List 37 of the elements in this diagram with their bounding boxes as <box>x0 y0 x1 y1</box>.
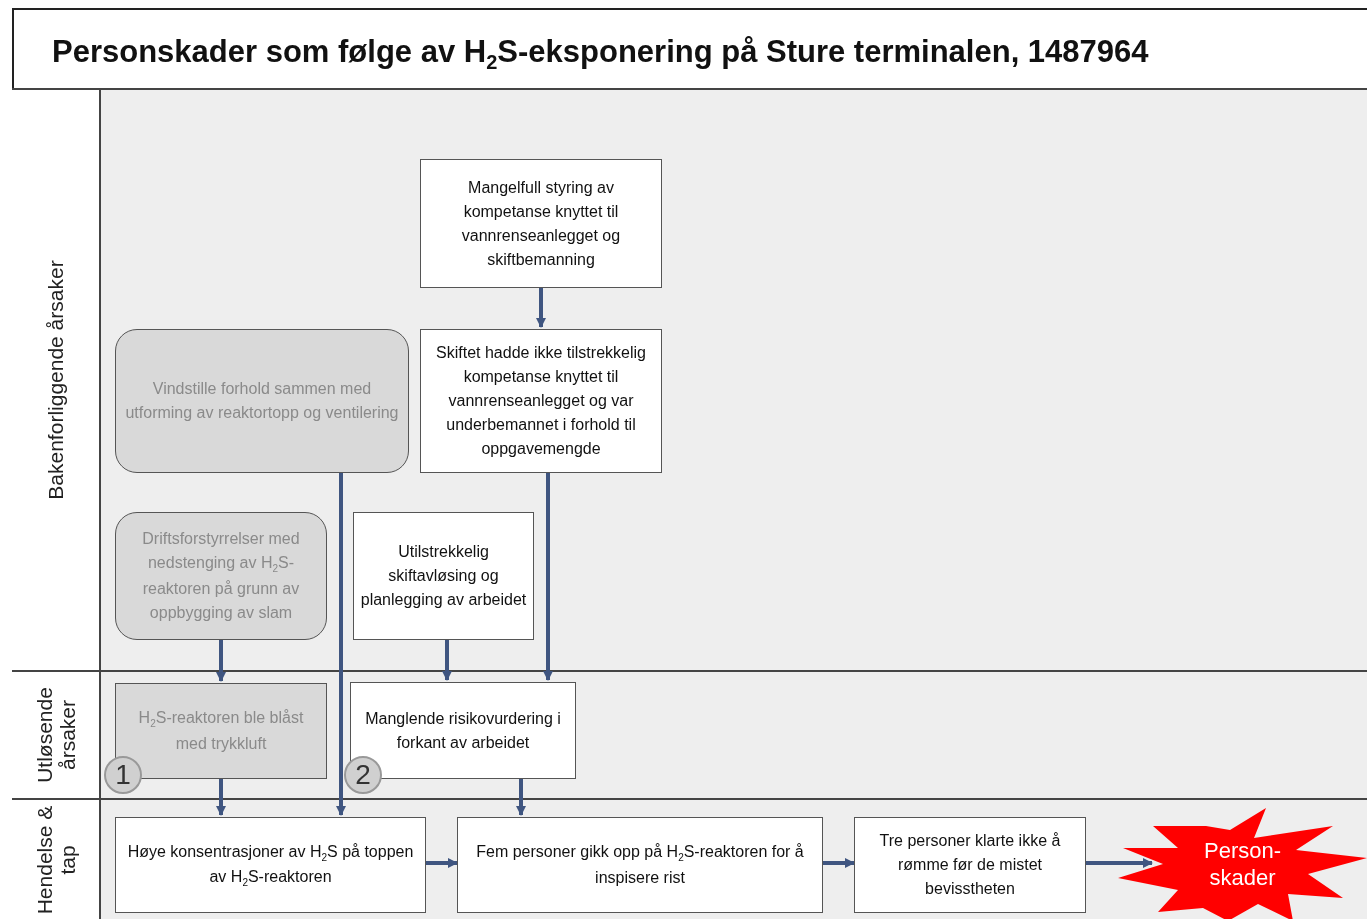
lane-label: Bakenforliggende årsaker <box>43 259 68 502</box>
arrow <box>823 858 855 868</box>
diagram-title: Personskader som følge av H$_{2}$S-eksponering på Sture terminalen, 1487964 <box>52 34 1149 75</box>
lane-label: Utløsende årsaker <box>32 686 79 785</box>
node-text: Vindstille forhold sammen med utforming av reaktortopp og ventilering <box>124 379 400 423</box>
node-text: Skiftet hadde ikke tilstrekkelig kompetanse knyttet til vannrenseanlegget og var underbemannet i forhold til oppgavemengde <box>435 343 647 459</box>
starburst-shape <box>1118 808 1367 919</box>
arrow <box>426 858 458 868</box>
cause-box <box>115 817 426 913</box>
outcome-text: Person- skader <box>1202 838 1282 891</box>
rounded-box <box>115 329 409 473</box>
cause-box <box>854 817 1086 913</box>
arrow <box>216 777 226 816</box>
node-text: Mangelfull styring av kompetanse knyttet til vannrenseanlegget og skiftbemanning <box>460 177 622 270</box>
node-text: H$_{2}$S-reaktoren ble blåst med trykkluft <box>137 708 305 754</box>
arrow <box>543 471 553 681</box>
cause-box <box>353 512 534 640</box>
node-text: Fem personer gikk opp på H$_{2}$S-reaktoren for å inspisere rist <box>475 842 805 888</box>
swimlane-band <box>12 670 1367 798</box>
lane-label: Hendelse & tap <box>32 804 79 915</box>
node-text: Utilstrekkelig skiftavløsing og planlegging av arbeidet <box>359 542 528 610</box>
swimlane-band <box>12 798 1367 919</box>
node-text: Høye konsentrasjoner av H$_{2}$S på toppen av H$_{2}$S-reaktoren <box>126 841 415 891</box>
arrow <box>516 777 526 816</box>
arrow <box>536 286 546 328</box>
cause-box <box>420 329 662 473</box>
arrow <box>216 638 226 682</box>
swimlane-band <box>12 88 1367 670</box>
node-text: Driftsforstyrrelser med nedstenging av H$_{2}$S-reaktoren på grunn av oppbygging av slam <box>141 529 301 623</box>
arrow <box>1086 858 1153 868</box>
node-text: Manglende risikovurdering i forkant av arbeidet <box>364 708 562 753</box>
arrow <box>336 471 346 816</box>
cause-box <box>420 159 662 288</box>
arrow <box>442 638 452 681</box>
rounded-box <box>115 512 327 640</box>
cause-box <box>457 817 823 913</box>
node-text: Tre personer klarte ikke å rømme før de mistet bevisstheten <box>878 831 1062 899</box>
